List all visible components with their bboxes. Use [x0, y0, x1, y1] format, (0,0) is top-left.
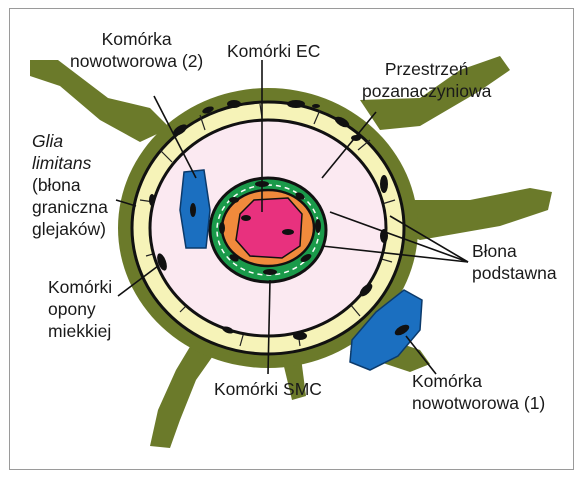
label-line: pozanaczyniowa — [362, 80, 491, 102]
label-perivascular-space: Przestrzeń pozanaczyniowa — [362, 58, 491, 102]
nucleus — [282, 229, 294, 235]
label-line: glejaków) — [32, 218, 108, 240]
label-line: Glia — [32, 130, 108, 152]
label-line: miekkiej — [48, 320, 112, 342]
label-glia-limitans: Glia limitans (błona graniczna glejaków) — [32, 130, 108, 240]
label-tumor-cell-1: Komórka nowotworowa (1) — [412, 370, 545, 414]
label-line: nowotworowa (1) — [412, 392, 545, 414]
nucleus — [241, 215, 251, 221]
nucleus — [227, 100, 241, 108]
label-basement-membrane: Błona podstawna — [472, 240, 557, 284]
label-line: (błona — [32, 174, 108, 196]
label-pia-mater-cells: Komórki opony miekkiej — [48, 276, 112, 342]
label-line: Komórki EC — [227, 40, 320, 62]
nucleus — [293, 332, 307, 340]
label-line: Komórki SMC — [214, 378, 322, 400]
nucleus — [190, 203, 196, 217]
nucleus — [263, 269, 277, 275]
label-line: Błona — [472, 240, 557, 262]
label-line: graniczna — [32, 196, 108, 218]
nucleus — [219, 222, 225, 234]
label-smc-cells: Komórki SMC — [214, 378, 322, 400]
vessel-wall — [210, 178, 326, 282]
label-line: Komórka — [412, 370, 545, 392]
label-tumor-cell-2: Komórka nowotworowa (2) — [70, 28, 203, 72]
label-line: opony — [48, 298, 112, 320]
nucleus — [312, 104, 320, 108]
label-line: nowotworowa (2) — [70, 50, 203, 72]
nucleus — [287, 100, 305, 108]
label-ec-cells: Komórki EC — [227, 40, 320, 62]
nucleus — [229, 197, 239, 203]
glia-branch-right — [400, 188, 552, 240]
tumor-cell-2 — [180, 170, 210, 248]
nucleus — [380, 175, 388, 193]
label-line: limitans — [32, 152, 108, 174]
label-line: Komórka — [70, 28, 203, 50]
nucleus — [315, 219, 321, 233]
label-line: Przestrzeń — [362, 58, 491, 80]
label-line: podstawna — [472, 262, 557, 284]
label-line: Komórki — [48, 276, 112, 298]
nucleus — [149, 194, 155, 206]
